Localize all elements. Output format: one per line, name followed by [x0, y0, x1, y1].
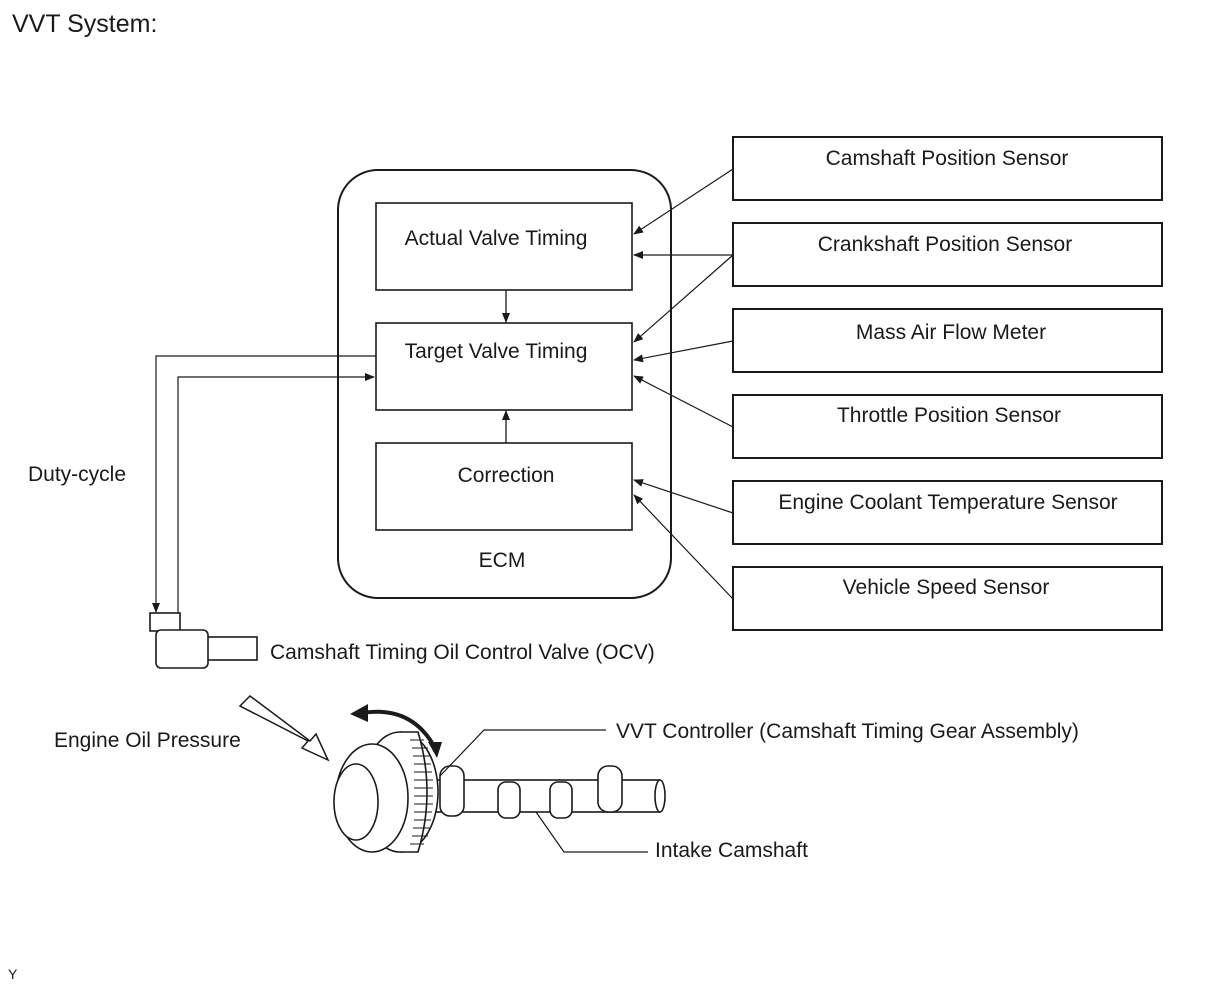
- intake-camshaft-icon: [333, 731, 666, 853]
- sensor-label: Vehicle Speed Sensor: [843, 576, 1050, 599]
- diagram-title: VVT System:: [12, 10, 158, 38]
- duty-cycle-label: Duty-cycle: [28, 463, 126, 486]
- oil-pressure-label: Engine Oil Pressure: [54, 729, 241, 752]
- vvt-controller-label: VVT Controller (Camshaft Timing Gear Ass…: [616, 720, 1079, 743]
- sensor-label: Engine Coolant Temperature Sensor: [778, 491, 1117, 514]
- arrow-coolant-to-correction: [633, 479, 734, 514]
- sensor-mass-air-flow: Mass Air Flow Meter: [732, 308, 1163, 373]
- wire-duty-cycle-out: [152, 355, 376, 613]
- footer-mark: Y: [8, 966, 18, 982]
- wire-feedback-in: [177, 373, 375, 614]
- arrow-camshaft-to-actual: [633, 168, 734, 235]
- ocv-valve-icon: [149, 612, 258, 669]
- arrow-speed-to-correction: [633, 494, 734, 600]
- sensor-engine-coolant-temperature: Engine Coolant Temperature Sensor: [732, 480, 1163, 545]
- vvt-system-diagram: ECM Actual Valve Timing Target Valve Tim…: [28, 136, 1163, 862]
- sensor-throttle-position: Throttle Position Sensor: [732, 394, 1163, 459]
- gear-teeth: [410, 739, 433, 845]
- block-correction-label: Correction: [458, 464, 555, 487]
- arrow-maf-to-target: [633, 340, 734, 363]
- ocv-label: Camshaft Timing Oil Control Valve (OCV): [270, 641, 655, 664]
- sensor-label: Camshaft Position Sensor: [826, 147, 1069, 170]
- sensor-label: Mass Air Flow Meter: [856, 321, 1046, 344]
- arrow-throttle-to-target: [633, 375, 734, 428]
- leader-intake-camshaft: [535, 811, 648, 853]
- intake-camshaft-label: Intake Camshaft: [655, 839, 808, 862]
- block-actual-valve-timing: Actual Valve Timing: [375, 202, 633, 291]
- sensor-label: Throttle Position Sensor: [837, 404, 1061, 427]
- leader-vvt-controller: [439, 729, 606, 777]
- rotation-arrow-icon: [361, 709, 437, 749]
- block-correction: Correction: [375, 442, 633, 531]
- sensor-vehicle-speed: Vehicle Speed Sensor: [732, 566, 1163, 631]
- sensor-crankshaft-position: Crankshaft Position Sensor: [732, 222, 1163, 287]
- block-actual-label: Actual Valve Timing: [405, 227, 588, 250]
- block-target-label: Target Valve Timing: [405, 340, 588, 363]
- oil-pressure-arrow-icon: [238, 695, 330, 762]
- sensor-label: Crankshaft Position Sensor: [818, 233, 1072, 256]
- arrow-crankshaft-to-target: [633, 254, 734, 343]
- block-target-valve-timing: Target Valve Timing: [375, 322, 633, 411]
- ecm-label: ECM: [479, 549, 526, 572]
- sensor-camshaft-position: Camshaft Position Sensor: [732, 136, 1163, 201]
